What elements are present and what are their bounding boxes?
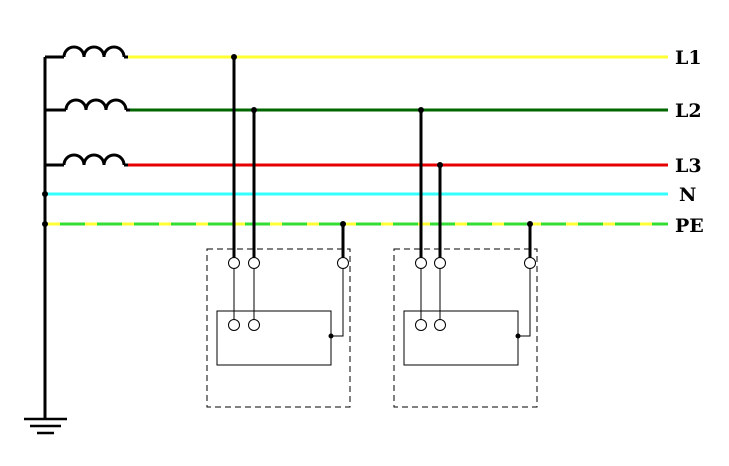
coil-icon bbox=[62, 153, 126, 166]
ground-icon bbox=[24, 417, 67, 435]
coil-l2 bbox=[45, 98, 130, 112]
terminal bbox=[228, 257, 240, 269]
tap-dot bbox=[340, 221, 346, 227]
pe-connection-dot bbox=[328, 333, 334, 339]
load-terminal bbox=[434, 319, 446, 331]
pe-internal-wire bbox=[518, 269, 531, 337]
coil-l3 bbox=[45, 153, 128, 167]
terminal bbox=[337, 257, 349, 269]
terminal bbox=[524, 257, 536, 269]
coil-l1 bbox=[45, 45, 128, 59]
junction-dot bbox=[42, 191, 48, 197]
tap-dot bbox=[251, 107, 257, 113]
terminal bbox=[248, 257, 260, 269]
bus-label-pe: PE bbox=[675, 215, 704, 237]
load-terminal bbox=[248, 319, 260, 331]
pe-connection-dot bbox=[515, 333, 521, 339]
coil-icon bbox=[64, 98, 128, 111]
bus-label-l1: L1 bbox=[675, 47, 702, 69]
bus-label-n: N bbox=[679, 184, 696, 206]
equipment-2 bbox=[393, 107, 538, 408]
equipment-enclosure bbox=[393, 248, 538, 408]
tap-dot bbox=[437, 162, 443, 168]
pe-internal-wire bbox=[331, 269, 344, 337]
junction-dot bbox=[42, 221, 48, 227]
equipment-1 bbox=[206, 54, 351, 408]
terminal bbox=[415, 257, 427, 269]
terminal bbox=[434, 257, 446, 269]
load-terminal bbox=[228, 319, 240, 331]
bus-label-l2: L2 bbox=[675, 100, 702, 122]
coil-icon bbox=[62, 45, 126, 58]
tap-dot bbox=[418, 107, 424, 113]
tap-dot bbox=[527, 221, 533, 227]
bus-label-l3: L3 bbox=[675, 155, 702, 177]
equipment-enclosure bbox=[206, 248, 351, 408]
tap-dot bbox=[231, 54, 237, 60]
load-terminal bbox=[415, 319, 427, 331]
